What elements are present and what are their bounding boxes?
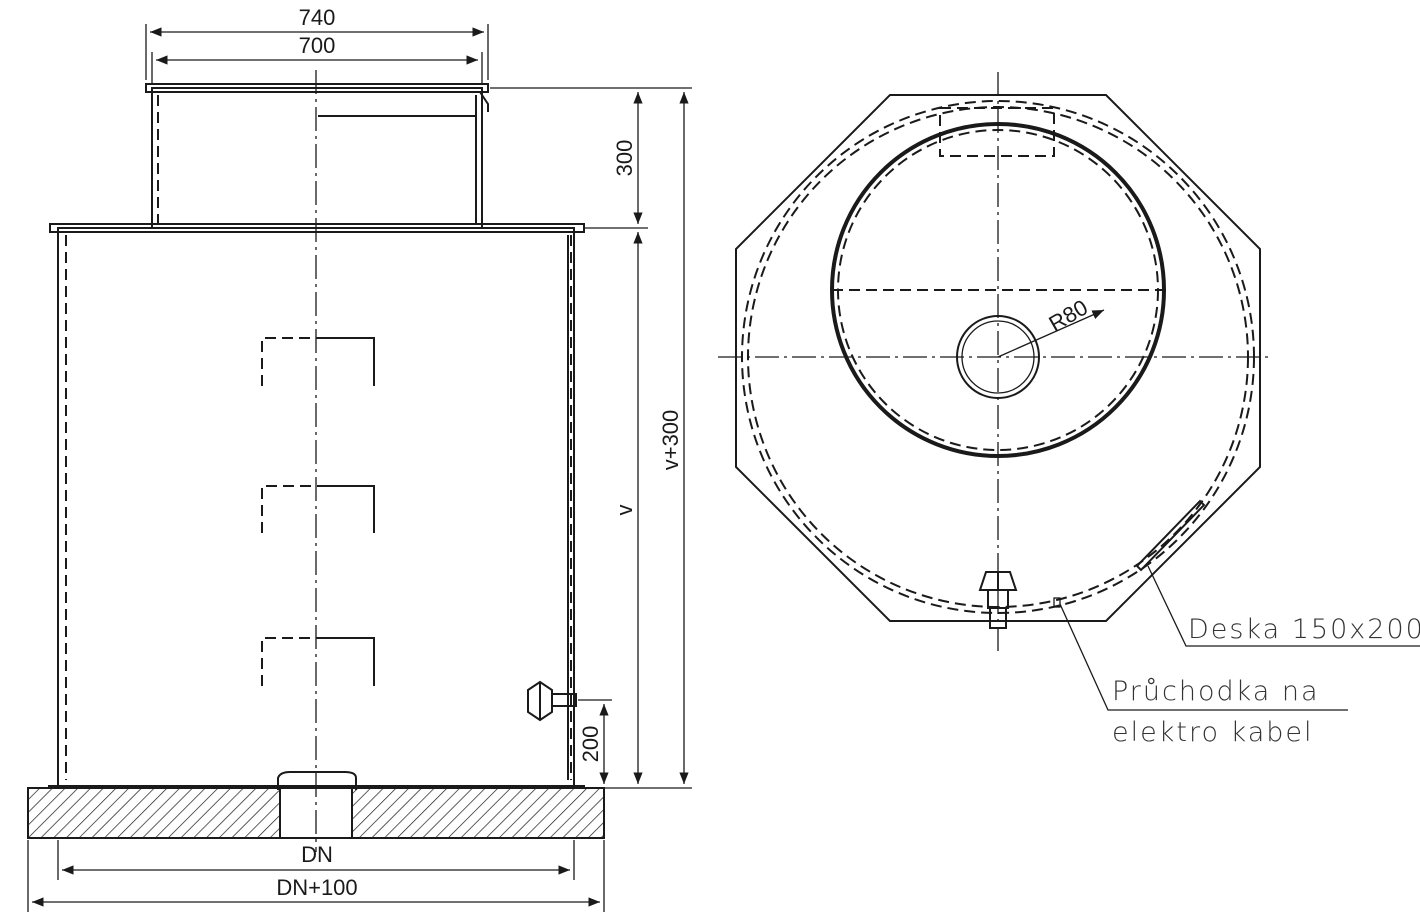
ladder-rungs	[261, 337, 375, 686]
side-view: 740 700 300 v v+300 200 DN DN+100	[27, 5, 692, 912]
dim-v-label: v	[612, 505, 637, 516]
lid-hinge	[479, 91, 489, 112]
top-view: R80 Deska 150x200 Průchodka na elektro k…	[718, 72, 1420, 748]
hinge-plate	[939, 107, 1055, 157]
radius-label: R80	[1045, 295, 1092, 337]
dim-300-label: 300	[612, 140, 637, 177]
grommet-leader	[1059, 603, 1348, 711]
grommet-label-line1: Průchodka na	[1112, 676, 1320, 707]
neck	[151, 87, 483, 229]
dim-vplus300-label: v+300	[658, 410, 683, 471]
plate-leader	[1147, 565, 1420, 647]
lid	[145, 83, 489, 93]
dim-700-label: 700	[299, 33, 336, 58]
dim-740-label: 740	[299, 5, 336, 30]
top-fitting	[978, 571, 1018, 629]
dim-dn100-label: DN+100	[276, 875, 357, 900]
side-fitting	[527, 680, 577, 722]
grommet-marker	[1053, 597, 1061, 608]
dim-dn-label: DN	[301, 842, 333, 867]
grommet-label-line2: elektro kabel	[1112, 717, 1314, 748]
radius-leader	[997, 309, 1105, 358]
dim-200-label: 200	[578, 726, 603, 763]
plate-label: Deska 150x200	[1188, 614, 1420, 645]
plate-marker	[1135, 499, 1206, 572]
octagonal-base	[735, 94, 1261, 622]
drain-cap	[277, 771, 357, 790]
